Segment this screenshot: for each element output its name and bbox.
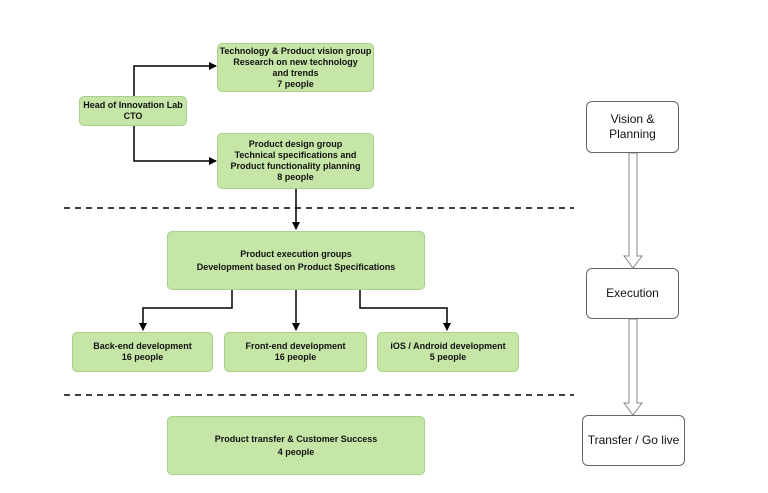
product-transfer-node: Product transfer & Customer Success 4 pe… [167,416,425,475]
phase-arrow-vision-to-execution [623,152,643,269]
phase-line: Execution [606,286,659,300]
node-line: Product functionality planning [230,161,361,171]
phase-line: Transfer / Go live [587,433,680,447]
connector-head-to-vision [133,62,217,96]
node-line: Head of Innovation Lab [83,100,183,110]
frontend-development-node: Front-end development 16 people [224,332,367,372]
node-line: Development based on Product Specificati… [196,261,396,272]
phase-execution: Execution [586,268,679,319]
node-line: 8 people [277,172,314,182]
node-line: 5 people [429,352,467,362]
node-line: 16 people [274,352,317,362]
connector-execution-to-backend [139,290,233,331]
node-line: 7 people [277,78,314,89]
phase-line: Vision & [610,112,655,126]
node-line: iOS / Android development [390,341,506,351]
phase-line: Planning [609,127,656,141]
phase-vision-planning: Vision & Planning [586,101,679,153]
connector-head-to-design [133,126,217,165]
phase-transfer-go-live: Transfer / Go live [582,415,685,466]
execution-groups-node: Product execution groups Development bas… [167,231,425,290]
node-line: Technology & Product vision group [219,45,372,56]
mobile-development-node: iOS / Android development 5 people [377,332,519,372]
connector-execution-to-mobile [359,290,451,331]
phase-arrow-execution-to-golive [623,318,643,416]
node-line: Front-end development [245,341,346,351]
node-line: 4 people [277,446,315,457]
node-line: Technical specifications and [234,150,357,160]
head-of-innovation-lab-node: Head of Innovation Lab CTO [79,96,187,126]
backend-development-node: Back-end development 16 people [72,332,213,372]
node-line: Product design group [248,139,343,149]
node-line: CTO [123,111,143,121]
node-line: Product execution groups [240,248,352,259]
design-group-node: Product design group Technical specifica… [217,133,374,189]
node-line: Research on new technology [233,56,358,67]
node-line: Product transfer & Customer Success [214,433,378,444]
node-line: 16 people [121,352,164,362]
node-line: and trends [272,67,319,78]
vision-group-node: Technology & Product vision group Resear… [217,43,374,92]
node-line: Back-end development [93,341,192,351]
